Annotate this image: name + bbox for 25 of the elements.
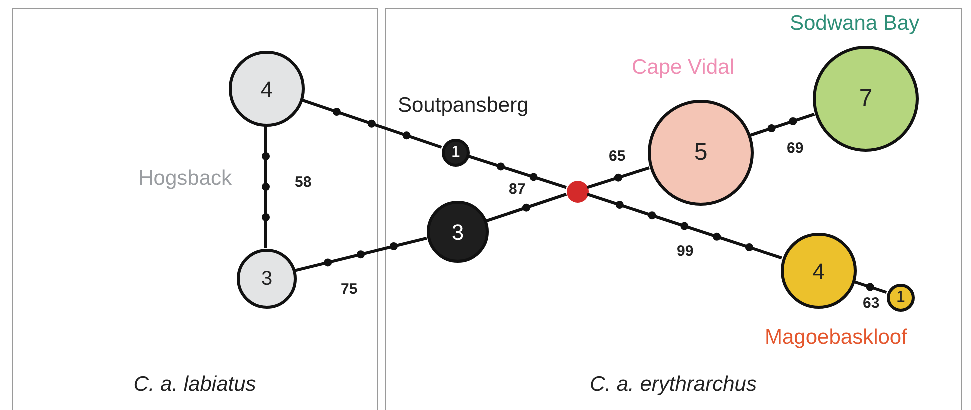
edge-label: 63	[863, 296, 880, 311]
population-label: Magoebaskloof	[765, 327, 908, 348]
network-link	[302, 98, 442, 149]
network-link	[587, 166, 650, 190]
edge-label: 58	[295, 175, 312, 190]
population-label: Hogsback	[138, 168, 232, 189]
network-link	[468, 154, 567, 190]
population-label: Cape Vidal	[632, 57, 734, 78]
network-link	[750, 113, 816, 137]
network-link	[486, 193, 568, 223]
network-link	[294, 236, 428, 272]
edge-label: 75	[341, 282, 358, 297]
panel	[12, 8, 378, 410]
population-label: Sodwana Bay	[790, 13, 920, 34]
panel-title: C. a. erythrarchus	[589, 372, 758, 398]
panel	[385, 8, 962, 410]
edge-label: 69	[787, 141, 804, 156]
edge-label: 99	[677, 244, 694, 259]
population-label: Soutpansberg	[398, 95, 529, 116]
network-link	[264, 126, 268, 248]
edge-label: 87	[509, 182, 526, 197]
network-link	[854, 280, 888, 294]
network-link	[586, 193, 782, 260]
panel-title: C. a. labiatus	[132, 372, 258, 398]
edge-label: 65	[609, 149, 626, 164]
